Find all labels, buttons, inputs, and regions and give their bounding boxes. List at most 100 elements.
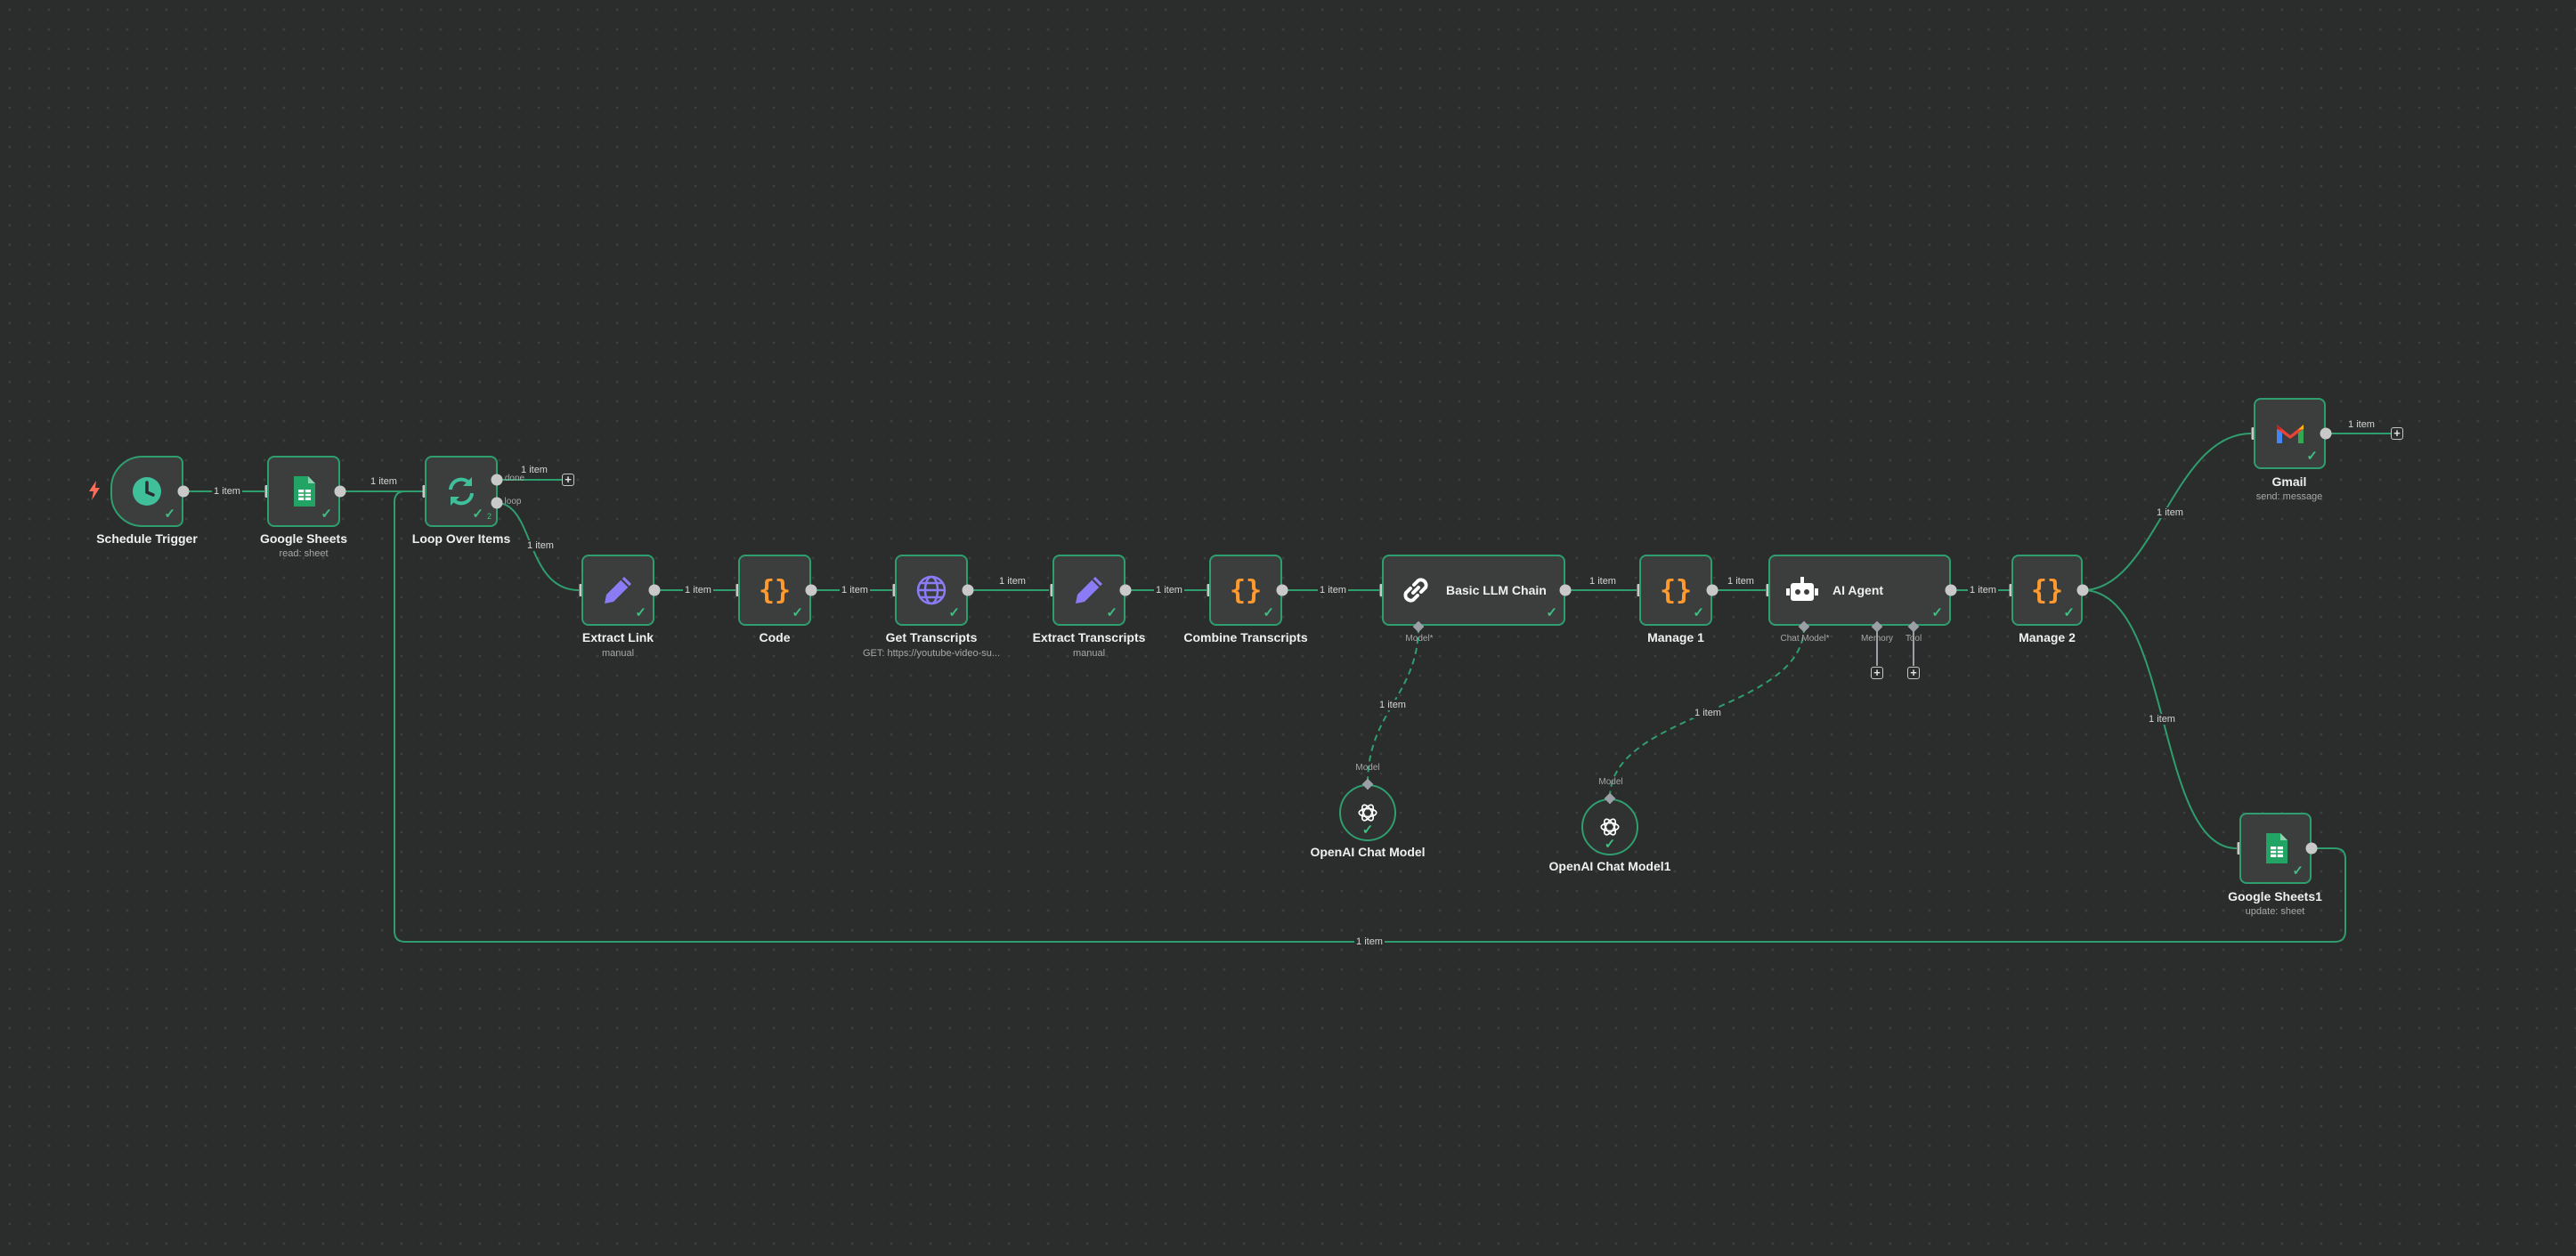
port-label-loop: loop <box>504 497 522 506</box>
node-google-sheets[interactable]: ✓ <box>267 456 340 527</box>
edge-label: 1 item <box>519 465 549 475</box>
node-google-sheets1[interactable]: ✓ <box>2239 813 2312 884</box>
node-label: Google Sheets1 <box>2228 889 2322 904</box>
output-port[interactable] <box>1945 584 1957 596</box>
node-subtitle: manual <box>601 648 635 659</box>
clock-icon <box>133 477 161 506</box>
node-label: OpenAI Chat Model1 <box>1548 859 1671 873</box>
node-subtitle: update: sheet <box>2245 906 2305 917</box>
node-code[interactable]: {} ✓ <box>738 555 811 626</box>
port-label-model: Model* <box>1405 634 1434 644</box>
node-label: Code <box>759 630 791 644</box>
success-check-icon: ✓ <box>635 605 646 620</box>
port-label-done: done <box>504 474 525 483</box>
success-check-icon: ✓ <box>1361 822 1374 838</box>
node-ai-agent[interactable]: AI Agent ✓ <box>1768 555 1951 626</box>
edge-label: 1 item <box>525 540 556 551</box>
success-check-icon: ✓ <box>2306 449 2318 464</box>
output-port[interactable] <box>962 584 974 596</box>
code-braces-icon: {} <box>1230 575 1262 606</box>
output-port[interactable] <box>805 584 817 596</box>
node-subtitle: send: message <box>2255 491 2323 502</box>
openai-icon <box>1358 804 1377 822</box>
node-label: Get Transcripts <box>885 630 978 644</box>
chain-link-icon <box>1403 578 1428 603</box>
output-port[interactable] <box>2320 427 2332 440</box>
edge-label: 1 item <box>2155 507 2185 518</box>
edge-label: 1 item <box>369 476 399 487</box>
add-node-button[interactable]: + <box>562 474 574 486</box>
output-port[interactable] <box>2305 842 2318 855</box>
node-label: Manage 1 <box>1647 630 1704 644</box>
port-label-model: Model <box>1598 777 1623 787</box>
svg-text:{}: {} <box>1230 575 1262 606</box>
success-check-icon: ✓ <box>1604 837 1616 852</box>
code-braces-icon: {} <box>1660 575 1692 606</box>
openai-icon <box>1600 818 1620 836</box>
node-manage-1[interactable]: {} ✓ <box>1639 555 1712 626</box>
edge-label: 1 item <box>840 585 870 596</box>
node-combine-transcripts[interactable]: {} ✓ <box>1209 555 1282 626</box>
edge-label: 1 item <box>1588 576 1618 587</box>
edge-label: 1 item <box>2147 714 2177 725</box>
edge-label: 1 item <box>1354 936 1385 947</box>
success-check-icon: ✓ <box>1106 605 1117 620</box>
success-check-icon: ✓ <box>321 506 332 522</box>
edge-label: 1 item <box>1377 700 1408 710</box>
output-port-done[interactable] <box>491 474 503 486</box>
gmail-icon <box>2276 425 2304 443</box>
globe-icon <box>916 575 947 605</box>
output-port-loop[interactable] <box>491 497 503 509</box>
node-loop-over-items[interactable]: ✓ 2 <box>425 456 498 527</box>
output-port[interactable] <box>648 584 661 596</box>
code-braces-icon: {} <box>2031 575 2063 606</box>
node-gmail[interactable]: ✓ <box>2254 398 2326 469</box>
edge-label: 1 item <box>2346 419 2377 430</box>
node-extract-link[interactable]: ✓ <box>581 555 654 626</box>
edge-label: 1 item <box>1318 585 1348 596</box>
add-tool-button[interactable]: + <box>1907 667 1920 679</box>
edge-label: 1 item <box>212 486 242 497</box>
node-label: Schedule Trigger <box>96 531 198 546</box>
edge-label: 1 item <box>1154 585 1184 596</box>
edge-openai-to-llm[interactable] <box>1367 626 1419 784</box>
node-label: OpenAI Chat Model <box>1310 845 1426 859</box>
output-port[interactable] <box>1559 584 1572 596</box>
node-subtitle: read: sheet <box>279 548 329 559</box>
node-label: Gmail <box>2271 474 2307 489</box>
output-port[interactable] <box>1119 584 1132 596</box>
node-label: Manage 2 <box>2019 630 2076 644</box>
node-subtitle: manual <box>1072 648 1106 659</box>
success-check-icon: ✓ <box>948 605 960 620</box>
output-port[interactable] <box>177 485 190 498</box>
output-port[interactable] <box>1276 584 1288 596</box>
node-basic-llm-chain[interactable]: Basic LLM Chain ✓ <box>1382 555 1565 626</box>
success-check-icon: ✓ <box>1931 605 1943 620</box>
add-node-button[interactable]: + <box>2391 427 2403 440</box>
success-check-icon: ✓ <box>1263 605 1274 620</box>
success-check-icon: ✓ <box>472 506 484 522</box>
port-label-model: Model <box>1355 763 1380 773</box>
output-port[interactable] <box>334 485 346 498</box>
node-openai-chat-model[interactable]: ✓ <box>1339 784 1396 841</box>
output-port[interactable] <box>2076 584 2089 596</box>
node-manage-2[interactable]: {} ✓ <box>2011 555 2083 626</box>
trigger-bolt-icon[interactable] <box>88 481 101 505</box>
success-check-icon: ✓ <box>1693 605 1704 620</box>
node-label: Combine Transcripts <box>1183 630 1308 644</box>
port-label-tool: Tool <box>1905 634 1922 644</box>
output-port[interactable] <box>1706 584 1719 596</box>
edge-label: 1 item <box>1693 708 1723 718</box>
add-memory-button[interactable]: + <box>1871 667 1883 679</box>
success-check-icon: ✓ <box>2292 863 2304 879</box>
google-sheets-icon <box>294 476 315 506</box>
node-subtitle: GET: https://youtube-video-su... <box>862 648 1001 659</box>
node-schedule-trigger[interactable]: ✓ <box>110 456 183 527</box>
node-get-transcripts[interactable]: ✓ <box>895 555 968 626</box>
edge-label: 1 item <box>1968 585 1998 596</box>
edge-openai1-to-agent[interactable] <box>1609 626 1805 798</box>
node-extract-transcripts[interactable]: ✓ <box>1052 555 1125 626</box>
node-label: Extract Link <box>581 630 654 644</box>
node-openai-chat-model1[interactable]: ✓ <box>1581 798 1638 855</box>
